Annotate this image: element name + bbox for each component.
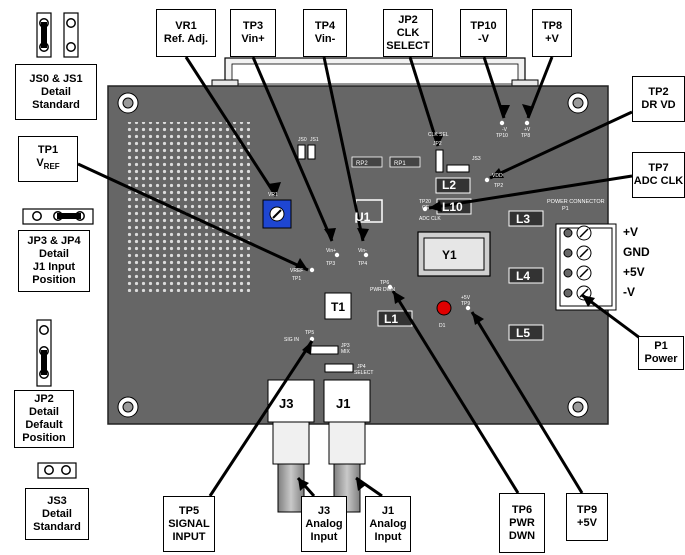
rp1-label: RP1 [394,161,406,167]
tp5-silk: TP5 [305,330,314,336]
js0-silk: JS0 [298,137,307,143]
callout-tp1: TP1 VREF [18,136,78,182]
l5-label: L5 [516,326,530,340]
tp3-silk: TP3 [326,261,335,267]
js1-silk: JS1 [310,137,319,143]
j3-label: J3 [279,396,293,411]
js3-silk: JS3 [472,156,481,162]
tp8-silk-a: +V [524,127,531,133]
terminal-hole [563,228,573,238]
sig-in-silk: SIG IN [284,337,299,343]
terminal-hole [563,268,573,278]
adc-clk-silk: ADC CLK [419,216,441,222]
t1-label: T1 [331,300,345,314]
tp20-silk-a: TP20 [419,199,431,205]
l1-label: L1 [384,312,398,326]
vdd-silk: VDD [492,173,503,179]
callout-tp9: TP9+5V [566,493,608,541]
pin-label-plus-5v: +5V [623,265,645,279]
jp4-silk-b: SELECT [354,370,373,376]
u1-label: U1 [355,210,371,224]
terminal-slot [579,248,589,258]
d1-silk: D1 [439,323,446,329]
vref-silk: VREF [290,268,303,274]
tp20-silk-b: OE [422,205,430,211]
tp8-silk-b: TP8 [521,133,530,139]
clk-sel-silk: CLK SEL [428,132,449,138]
jp2-silk: JP2 [433,141,442,147]
terminal-hole [563,248,573,258]
p1-silk: P1 [562,206,569,212]
tp4-silk: TP4 [358,261,367,267]
detail-js0-js1 [36,12,79,58]
tp6-silk-a: TP6 [380,280,389,286]
terminal-slot [579,228,589,238]
l10-label: L10 [442,200,463,214]
pin-label-minus-v: -V [623,285,635,299]
l4-label: L4 [516,269,530,283]
terminal-hole [563,288,573,298]
vin-minus-silk: Vin- [358,248,367,254]
detail-jp2 [36,319,52,387]
tp9-silk-a: +5V [461,295,471,301]
vin-plus-silk: Vin+ [326,248,336,254]
detail-js3 [37,462,77,479]
l3-label: L3 [516,212,530,226]
tp6-silk-b: PWR DWN [370,287,395,293]
vr1-silk: VR1 [268,192,278,198]
mounting-holes [117,92,589,418]
tp10-silk-a: -V [502,127,508,133]
j1-label: J1 [336,396,350,411]
detail-jp3-jp4 [22,208,94,225]
pin-label-plus-v: +V [623,225,639,239]
tp9-silk-b: TP9 [461,301,470,307]
jp3-silk-a: JP3 [341,343,350,349]
terminal-slot [579,288,589,298]
bnc-j1 [323,379,371,513]
bnc-j3 [267,379,315,513]
pin-label-gnd: GND [623,245,650,259]
prototype-area [125,122,250,292]
callout-tp8: TP8+V [532,9,572,57]
terminal-slot [579,268,589,278]
tp1-silk: TP1 [292,276,301,282]
jp4-silk-a: JP4 [357,364,366,370]
tp2-silk: TP2 [494,183,503,189]
y1-label: Y1 [442,248,457,262]
tp10-silk-b: TP10 [496,133,508,139]
callout-tp10: TP10-V [460,9,507,57]
silkscreen: U1 L2 L10 L3 L4 L1 L5 RP2 RP1 VR1 JS0 JS… [268,127,605,376]
jp3-silk-b: MIX [341,349,351,355]
rp2-label: RP2 [356,161,368,167]
l2-label: L2 [442,178,456,192]
power-connector-silk: POWER CONNECTOR [547,199,605,205]
